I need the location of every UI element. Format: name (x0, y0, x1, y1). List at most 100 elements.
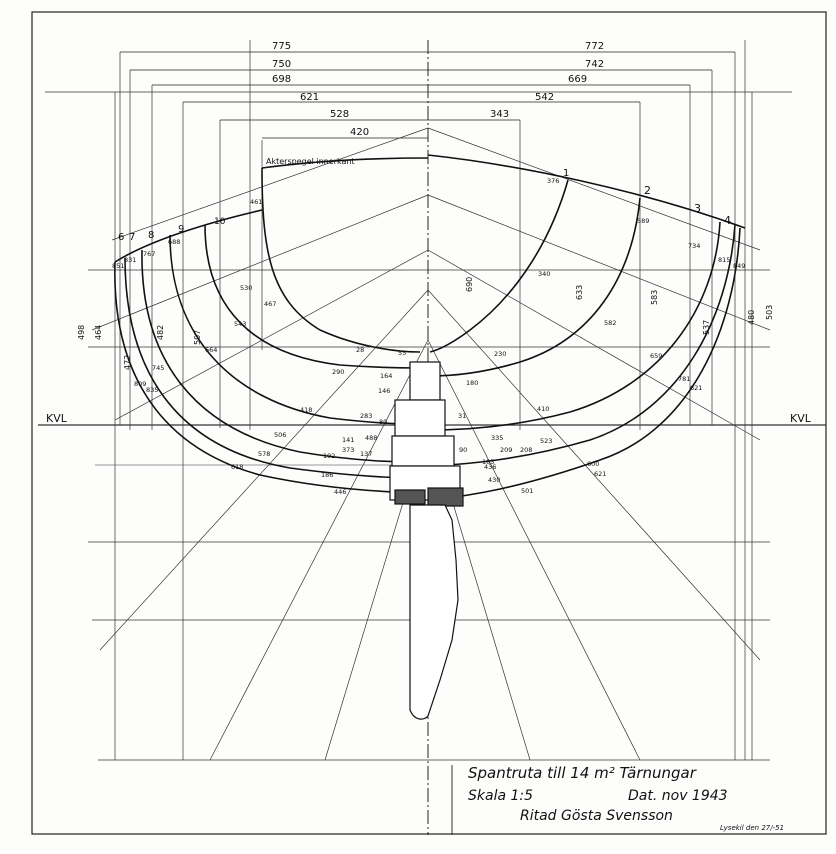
height-right-2: 503 (765, 305, 774, 320)
aft-section-label-7: 467 (264, 300, 276, 308)
aft-section-label-23: 141 (342, 436, 354, 444)
aft-section-label-22: 146 (378, 387, 390, 395)
kvl-left-label: KVL (46, 412, 68, 425)
aft-section-label-4: 688 (168, 238, 180, 246)
fwd-section-label-8: 659 (650, 352, 662, 360)
aft-section-label-19: 618 (231, 463, 243, 471)
station-numbers: 6 7 8 9 10 1 2 3 4 (118, 168, 731, 243)
drawing-scale: Skala 1:5 (468, 788, 533, 804)
height-right-5: 633 (575, 285, 584, 300)
aft-section-label-14: 290 (332, 368, 344, 376)
kvl-right-label: KVL (790, 412, 812, 425)
aft-section-label-20: 55 (398, 349, 406, 357)
fwd-section-label-21: 430 (488, 476, 500, 484)
fwd-section-label-2: 589 (637, 217, 649, 225)
inner-labels: 8518317676884615304675436647458098352829… (112, 177, 745, 496)
transom-label: Akterspegel innerkant (266, 157, 355, 166)
drawing-title: Spantruta till 14 m² Tärnungar (468, 764, 697, 782)
aft-section-label-13: 28 (356, 346, 364, 354)
halfbreadth-right-2: 742 (585, 59, 604, 70)
fwd-section-label-17: 523 (540, 437, 552, 445)
station-2: 2 (644, 184, 651, 197)
height-right-4: 583 (650, 290, 659, 305)
halfbreadth-left-2: 750 (272, 59, 291, 70)
halfbreadth-left-3: 698 (272, 74, 291, 85)
sheet-border (31, 11, 827, 835)
station-10: 10 (214, 217, 226, 227)
keel-structure (389, 361, 464, 720)
aft-section-label-8: 543 (234, 320, 246, 328)
fwd-section-label-5: 849 (733, 262, 745, 270)
height-left-4: 472 (123, 355, 132, 370)
aft-section-label-10: 745 (152, 364, 164, 372)
halfbreadth-labels: 775 750 698 621 528 420 772 742 669 542 … (272, 41, 604, 138)
halfbreadth-left-4: 621 (300, 92, 319, 103)
aft-section-label-12: 835 (146, 386, 158, 394)
fwd-section-label-9: 230 (494, 350, 506, 358)
aft-section-label-16: 283 (360, 412, 372, 420)
station-4: 4 (724, 214, 731, 227)
aft-section-label-25: 192 (323, 452, 335, 460)
aft-sections (114, 157, 429, 494)
aft-section-label-28: 446 (334, 488, 346, 496)
station-6: 6 (118, 232, 124, 243)
fwd-section-label-24: 208 (520, 446, 532, 454)
aft-section-label-30: 80 (379, 418, 387, 426)
fwd-section-label-23: 209 (500, 446, 512, 454)
aft-section-label-1: 851 (112, 262, 124, 270)
fwd-section-label-4: 815 (718, 256, 730, 264)
fwd-sections (427, 154, 746, 501)
station-7: 7 (129, 232, 135, 243)
drawing-drawn-by: Ritad Gösta Svensson (520, 808, 673, 824)
height-left-1: 498 (77, 325, 86, 340)
drawing-note: Lysekil den 27/-51 (720, 824, 784, 832)
aft-section-label-29: 488 (365, 434, 377, 442)
aft-section-label-17: 506 (274, 431, 286, 439)
fwd-section-label-1: 376 (547, 177, 559, 185)
halfbreadth-right-4: 542 (535, 92, 554, 103)
buttock-lines (114, 40, 753, 760)
aft-section-label-24: 137 (360, 450, 372, 458)
fwd-section-label-3: 734 (688, 242, 700, 250)
height-right-1: 480 (747, 310, 756, 325)
halfbreadth-right-1: 772 (585, 41, 604, 52)
fwd-section-label-18: 600 (587, 460, 599, 468)
drawing-date: Dat. nov 1943 (628, 788, 728, 804)
aft-section-label-11: 809 (134, 380, 146, 388)
fwd-section-label-25: 501 (521, 487, 533, 495)
halfbreadth-left-5: 528 (330, 109, 349, 120)
height-left-2: 464 (94, 325, 103, 340)
aft-section-label-9: 664 (205, 346, 217, 354)
aft-section-label-21: 164 (380, 372, 392, 380)
aft-section-label-6: 530 (240, 284, 252, 292)
aft-section-label-26: 373 (342, 446, 354, 454)
height-left-3: 482 (156, 325, 165, 340)
station-1: 1 (563, 168, 569, 179)
fwd-section-label-20: 436 (484, 463, 496, 471)
fwd-section-label-10: 180 (466, 379, 478, 387)
height-left-5: 507 (193, 330, 202, 345)
fwd-section-label-22: 185 (482, 458, 494, 466)
fwd-section-label-11: 781 (678, 375, 690, 383)
dimension-lines (120, 51, 735, 139)
fwd-section-label-12: 621 (690, 384, 702, 392)
height-right-6: 690 (465, 277, 474, 292)
fwd-section-label-15: 335 (491, 434, 503, 442)
aft-section-label-18: 578 (258, 450, 270, 458)
title-block: Spantruta till 14 m² Tärnungar Skala 1:5… (451, 764, 784, 835)
halfbreadth-left-1: 775 (272, 41, 291, 52)
aft-section-label-15: 418 (300, 406, 312, 414)
aft-section-label-5: 461 (250, 198, 262, 206)
aft-section-label-3: 767 (143, 250, 155, 258)
height-right-3: 537 (702, 320, 711, 335)
halfbreadth-right-5: 343 (490, 109, 509, 120)
height-labels: 498 464 482 472 507 480 503 537 583 633 … (77, 277, 774, 370)
halfbreadth-left-6: 420 (350, 127, 369, 138)
aft-section-label-27: 186 (321, 471, 333, 479)
fwd-section-label-16: 90 (459, 446, 467, 454)
fwd-section-label-19: 621 (594, 470, 606, 478)
fwd-section-label-13: 410 (537, 405, 549, 413)
fwd-section-label-6: 340 (538, 270, 550, 278)
